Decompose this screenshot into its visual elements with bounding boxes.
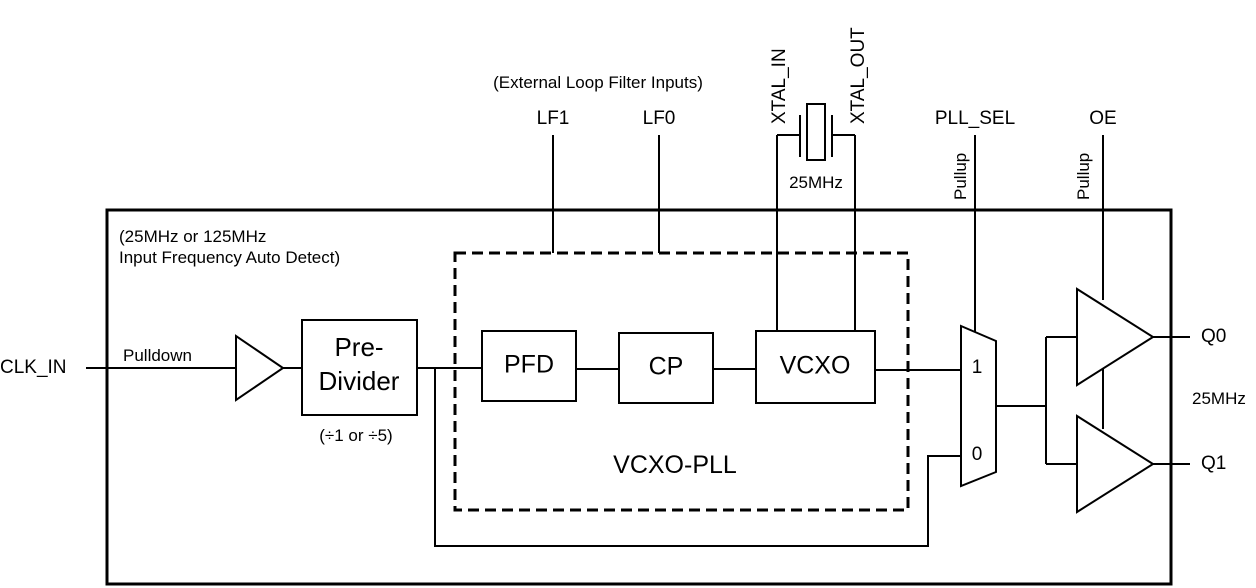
pfd-label: PFD [504, 351, 554, 379]
pll-select-mux [960, 324, 997, 488]
output-frequency: 25MHz [1192, 389, 1246, 408]
lf0-label: LF0 [643, 108, 676, 129]
mux-input1-label: 1 [972, 357, 983, 378]
xtal-in-label: XTAL_IN [769, 48, 790, 124]
input-buffer [235, 334, 285, 402]
pre-divider-line2: Divider [319, 366, 400, 396]
pre-divider-ratio: (÷1 or ÷5) [319, 426, 392, 445]
oe-label: OE [1089, 108, 1116, 129]
q1-output-buffer [1076, 414, 1155, 514]
chip-boundary [105, 208, 1173, 586]
clk-in-label: CLK_IN [0, 357, 67, 378]
vcxo-pll-region [453, 251, 910, 512]
pfd-block [481, 330, 577, 402]
lf1-label: LF1 [537, 108, 570, 129]
q1-label: Q1 [1201, 453, 1226, 474]
q0-output-buffer [1076, 287, 1155, 387]
pre-divider-block [301, 319, 418, 416]
vcxo-pll-label: VCXO-PLL [613, 451, 737, 479]
pre-divider-line1: Pre- [334, 332, 383, 362]
bypass-path-wire [434, 368, 961, 547]
q0-label: Q0 [1201, 326, 1226, 347]
oe-pullup-label: Pullup [1074, 153, 1093, 200]
crystal-frequency: 25MHz [789, 173, 843, 192]
vcxo-label: VCXO [780, 352, 851, 380]
freq-note-line1: (25MHz or 125MHz [119, 227, 266, 246]
vcxo-block [755, 330, 876, 404]
mux-input0-label: 0 [972, 444, 983, 465]
pll-sel-label: PLL_SEL [935, 108, 1015, 129]
cp-block [618, 332, 714, 404]
crystal-body [806, 103, 826, 161]
cp-label: CP [649, 353, 684, 381]
pll-sel-pullup-label: Pullup [951, 153, 970, 200]
xtal-out-label: XTAL_OUT [848, 27, 869, 124]
loop-filter-caption: (External Loop Filter Inputs) [493, 73, 703, 92]
freq-note-line2: Input Frequency Auto Detect) [119, 248, 340, 267]
pulldown-label: Pulldown [123, 346, 192, 365]
